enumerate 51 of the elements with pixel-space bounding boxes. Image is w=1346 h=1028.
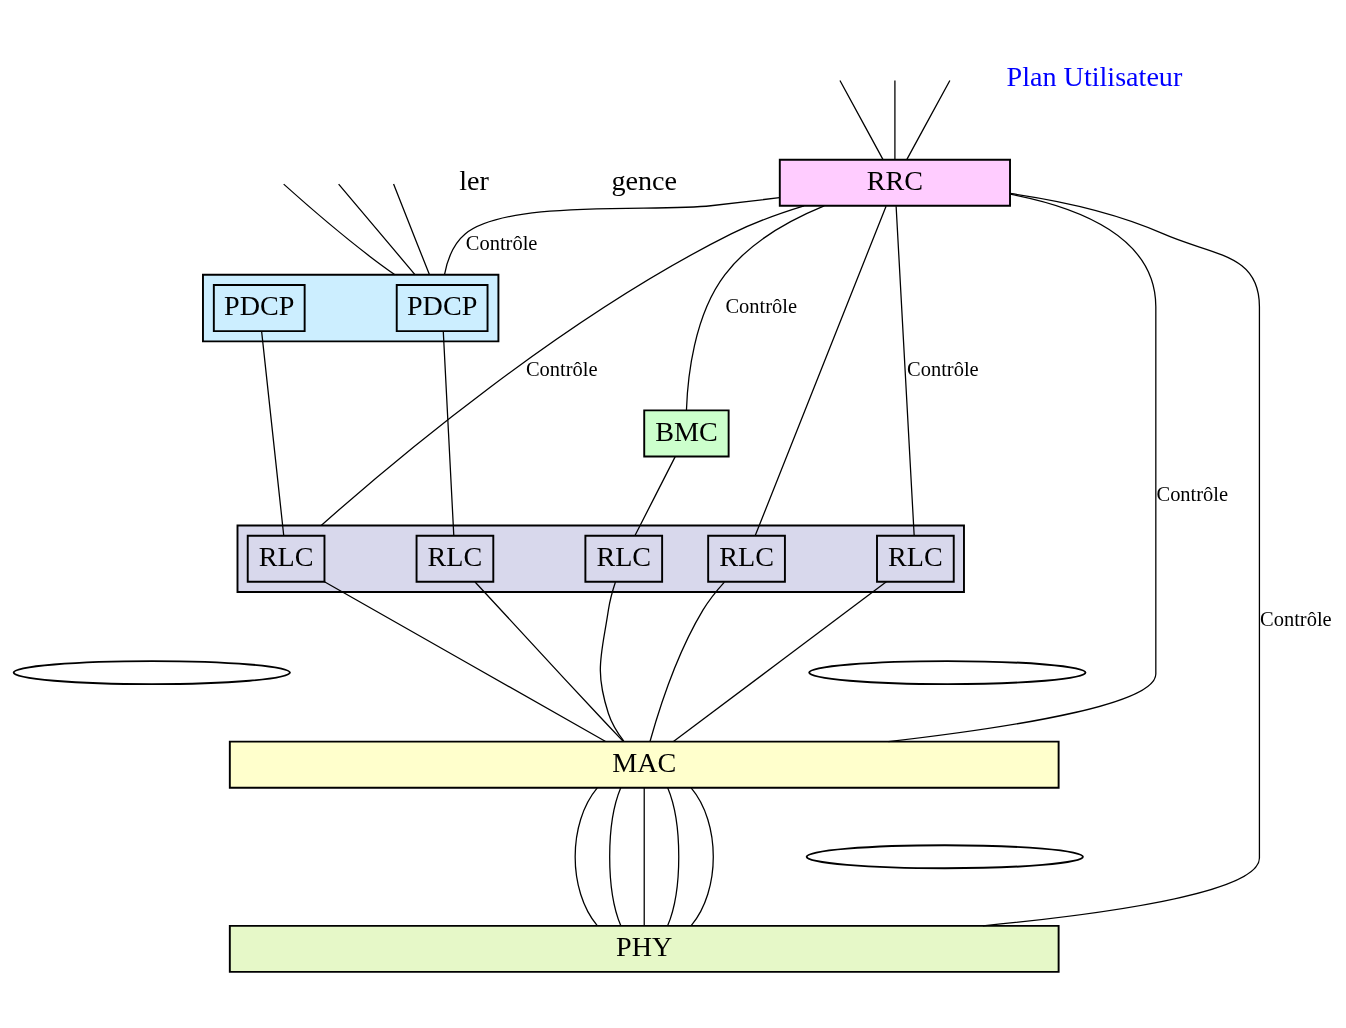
node-box: BMC	[643, 409, 730, 458]
connector	[895, 205, 915, 536]
cluster	[202, 273, 500, 343]
connector	[634, 456, 676, 537]
label: ler	[459, 164, 489, 196]
connector	[392, 183, 431, 276]
node-box: RLC	[707, 534, 786, 583]
edge-label: Contrôle	[725, 294, 798, 317]
edge-label: Contrôle	[465, 232, 538, 255]
node-box: RRC	[778, 158, 1011, 207]
connector	[906, 79, 951, 161]
connector	[754, 205, 887, 536]
node-ellipse	[808, 660, 1087, 686]
connector	[667, 787, 680, 927]
node-box: MAC	[228, 740, 1060, 789]
node-ellipse	[12, 660, 291, 686]
connector	[643, 787, 645, 927]
connector	[442, 330, 455, 537]
connector	[599, 581, 625, 742]
node-box: RLC	[584, 534, 664, 583]
connector	[690, 787, 714, 927]
connector	[887, 193, 1157, 743]
edge-label: Contrôle	[1260, 608, 1332, 631]
connector	[283, 183, 396, 276]
label: Plan Utilisateur	[1006, 61, 1183, 93]
connector	[338, 183, 416, 276]
node-box: RLC	[246, 534, 326, 583]
node-box: RLC	[415, 534, 495, 583]
connector	[323, 581, 607, 743]
connector	[894, 79, 896, 161]
edge-label: Contrôle	[907, 357, 979, 380]
connector	[574, 787, 598, 927]
edge-label: Contrôle	[525, 357, 598, 380]
node-box: PDCP	[212, 284, 306, 333]
connector	[982, 192, 1261, 927]
connector	[839, 79, 884, 161]
label: gence	[611, 164, 678, 196]
connector	[261, 330, 285, 537]
node-box: RLC	[876, 534, 955, 583]
node-box: PHY	[228, 924, 1060, 973]
connector	[609, 787, 622, 927]
connector	[649, 581, 725, 743]
connector	[474, 581, 625, 743]
connector	[320, 205, 805, 527]
cluster	[236, 524, 965, 593]
node-box: PDCP	[395, 284, 489, 333]
connector	[672, 581, 887, 743]
connector	[685, 205, 825, 411]
edge-label: Contrôle	[1156, 482, 1229, 505]
connector	[443, 197, 781, 276]
node-ellipse	[805, 844, 1084, 870]
